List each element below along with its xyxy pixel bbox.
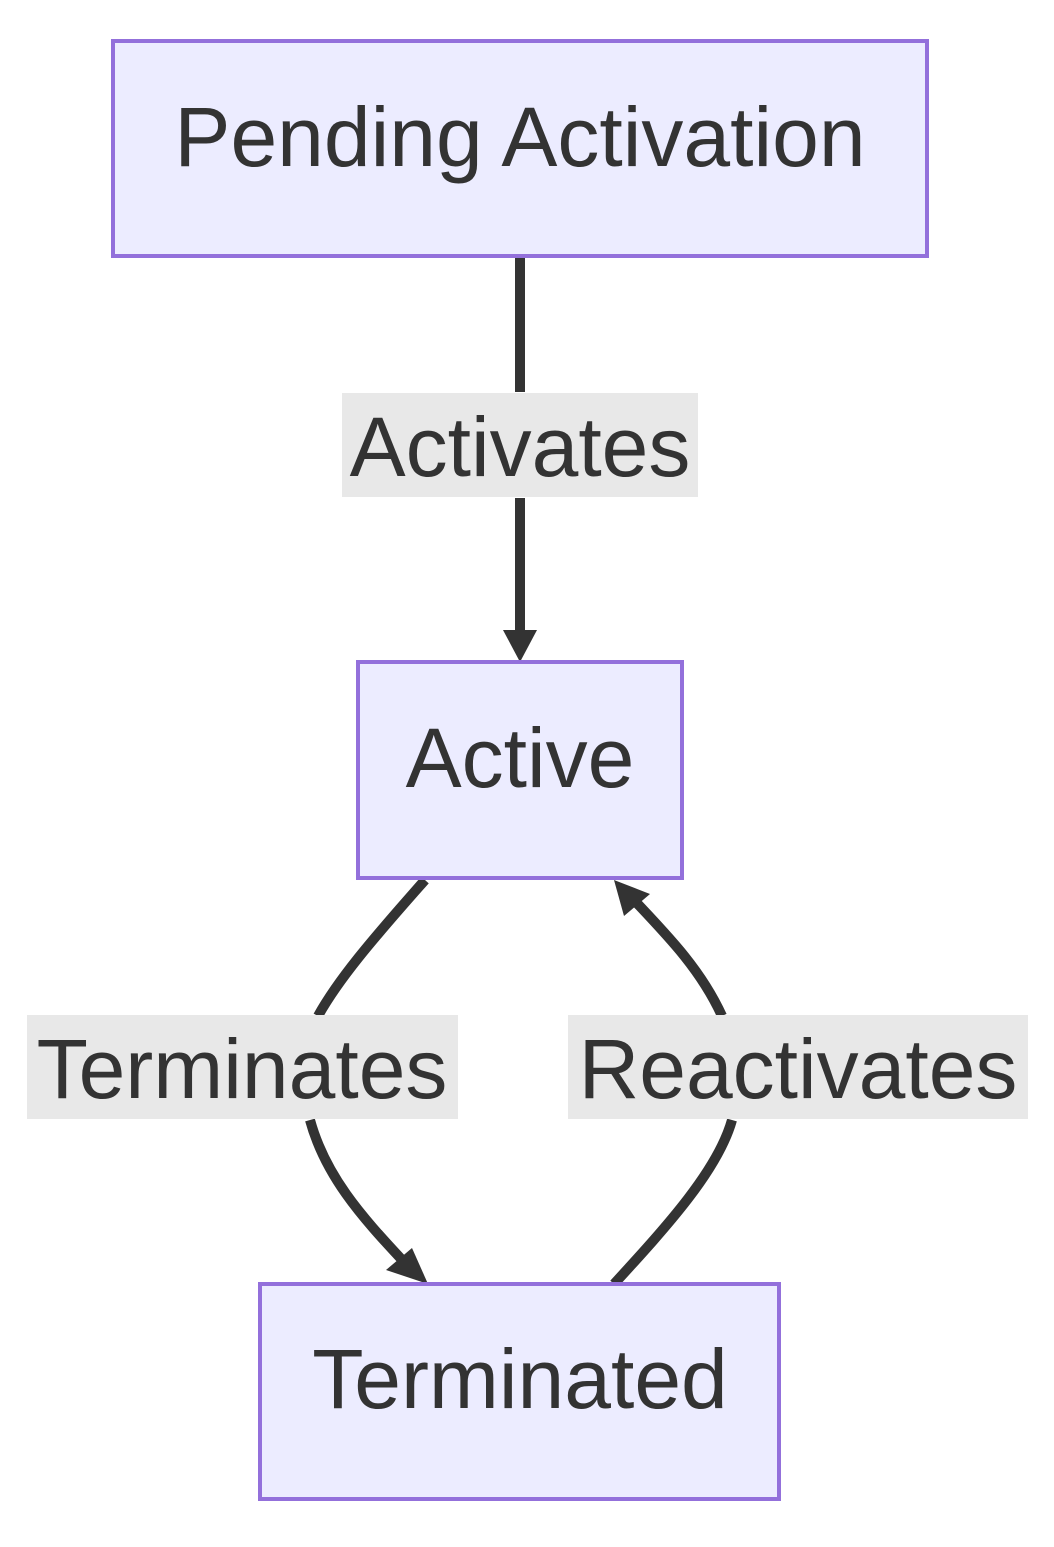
edge-terminates	[305, 876, 429, 1266]
node-pending-activation-box	[111, 39, 929, 258]
edge-reactivates	[610, 894, 737, 1288]
node-terminated-box	[258, 1282, 781, 1501]
edge-label-bg-activates	[342, 393, 698, 497]
edge-label-bg-reactivates	[568, 1015, 1028, 1119]
arrowhead-activates	[503, 630, 537, 662]
arrowhead-terminates	[386, 1248, 428, 1284]
node-pending-activation: Pending Activation	[111, 39, 929, 258]
node-pending-activation-label: Pending Activation	[174, 90, 865, 184]
node-terminated: Terminated	[258, 1282, 781, 1501]
edge-label-reactivates: Reactivates	[579, 1022, 1018, 1116]
nodes: Pending Activation Active Terminated	[111, 39, 929, 1501]
arrowhead-reactivates	[614, 880, 650, 916]
edge-labels: Activates Terminates Reactivates	[27, 393, 1028, 1119]
edge-label-activates: Activates	[350, 400, 691, 494]
node-terminated-label: Terminated	[312, 1332, 728, 1426]
edges	[305, 258, 737, 1288]
edge-label-terminates: Terminates	[37, 1022, 448, 1116]
node-active: Active	[356, 660, 684, 880]
node-active-label: Active	[406, 711, 635, 805]
edge-label-bg-terminates	[27, 1015, 458, 1119]
node-active-box	[356, 660, 684, 880]
